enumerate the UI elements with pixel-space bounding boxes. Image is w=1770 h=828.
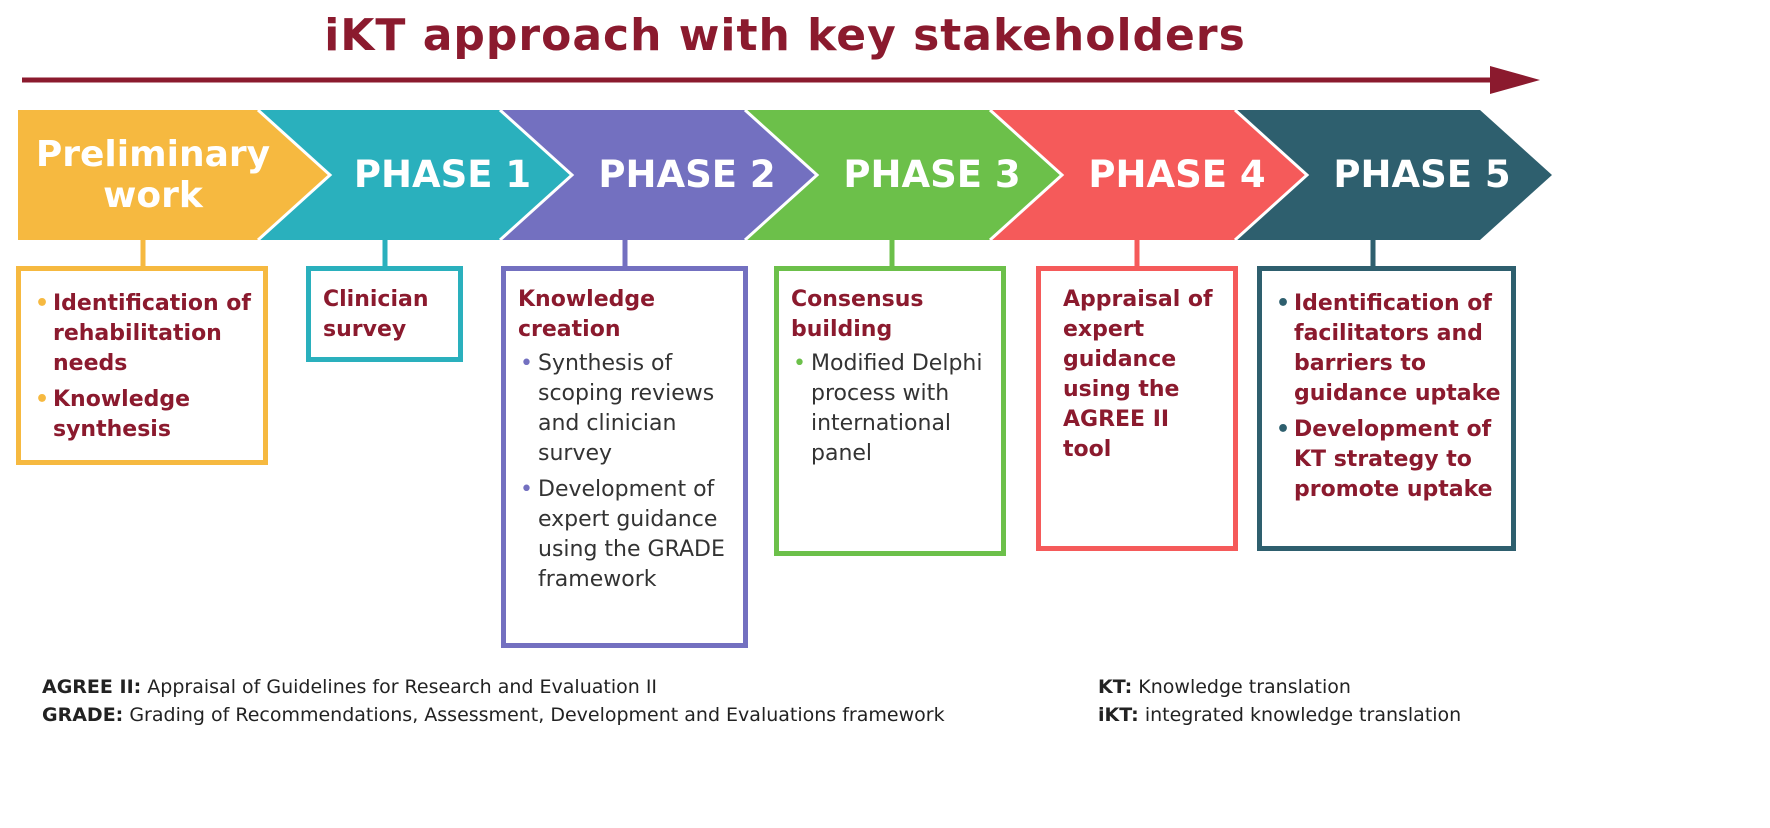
box-heading: Appraisal of expert guidance using the A… (1063, 287, 1213, 462)
box-preliminary: •Identification of rehabilitation needs … (16, 266, 268, 465)
chevron-phase-1 (258, 110, 572, 240)
footnote-definition: integrated knowledge translation (1144, 704, 1462, 726)
footnote-definition: Knowledge translation (1138, 676, 1351, 698)
footnote-term: iKT: (1098, 704, 1139, 726)
footnote-term: GRADE: (42, 704, 124, 726)
bullet-icon: • (1276, 417, 1291, 442)
box-heading: Clinician survey (323, 287, 429, 342)
chevron-phase-5 (1235, 110, 1552, 240)
footnote-definition: Grading of Recommendations, Assessment, … (129, 704, 945, 726)
box-phase-1: Clinician survey (306, 266, 463, 362)
box-heading: Knowledge creation (518, 287, 656, 342)
bullet-icon: • (35, 387, 50, 412)
footnote-term: KT: (1098, 676, 1133, 698)
chevron-label-phase-3: PHASE 3 (843, 152, 1021, 196)
footnote-grade: GRADE: Grading of Recommendations, Asses… (42, 704, 945, 726)
bullet-icon: • (1276, 291, 1291, 316)
item-text: Synthesis of scoping reviews and clinici… (538, 351, 715, 466)
timeline-arrowhead-icon (1490, 66, 1540, 94)
bullet-icon: • (793, 351, 806, 376)
box-phase-5: •Identification of facilitators and barr… (1257, 266, 1516, 551)
box-phase-2: Knowledge creation •Synthesis of scoping… (501, 266, 748, 648)
chevron-label-preliminary: Preliminary work (35, 133, 271, 216)
box-phase-4: Appraisal of expert guidance using the A… (1036, 266, 1238, 551)
item-text: Modified Delphi process with internation… (811, 351, 983, 466)
chevron-label-phase-1: PHASE 1 (353, 152, 532, 196)
bullet-icon: • (520, 477, 533, 502)
item-text: Identification of facilitators and barri… (1294, 291, 1501, 406)
box-heading: Consensus building (791, 287, 924, 342)
footnote-kt: KT: Knowledge translation (1098, 676, 1351, 698)
chevron-label-phase-4: PHASE 4 (1088, 152, 1266, 196)
item-text: Knowledge synthesis (53, 387, 191, 442)
item-text: Development of KT strategy to promote up… (1294, 417, 1493, 502)
chevron-phase-2 (500, 110, 817, 240)
diagram-title: iKT approach with key stakeholders (324, 10, 1246, 61)
chevron-preliminary (18, 110, 330, 240)
footnote-definition: Appraisal of Guidelines for Research and… (147, 676, 658, 698)
footnote-term: AGREE II: (42, 676, 142, 698)
chevron-label-phase-2: PHASE 2 (598, 152, 776, 196)
footnote-ikt: iKT: integrated knowledge translation (1098, 704, 1461, 726)
box-phase-3: Consensus building •Modified Delphi proc… (774, 266, 1006, 556)
chevron-phase-3 (745, 110, 1062, 240)
chevron-label-phase-5: PHASE 5 (1333, 152, 1511, 196)
item-text: Identification of rehabilitation needs (53, 291, 251, 376)
bullet-icon: • (520, 351, 533, 376)
chevron-phase-4 (990, 110, 1307, 240)
item-text: Development of expert guidance using the… (538, 477, 725, 592)
footnote-agree: AGREE II: Appraisal of Guidelines for Re… (42, 676, 657, 698)
bullet-icon: • (35, 291, 50, 316)
